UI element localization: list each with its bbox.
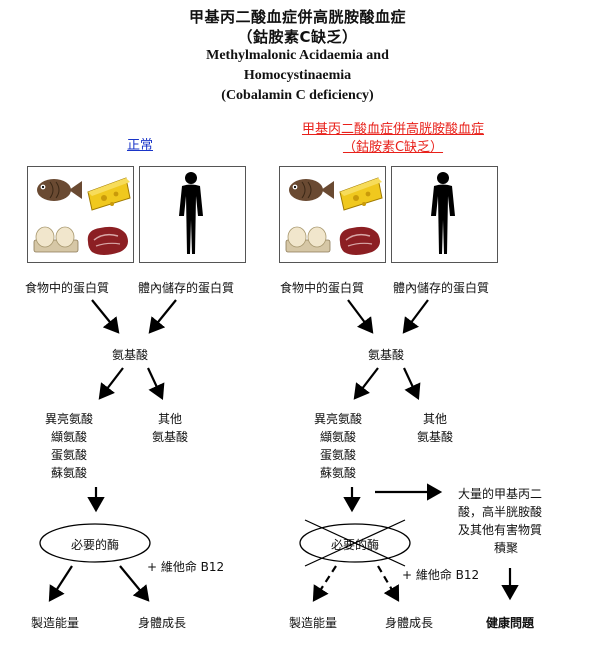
arrow-to-energy	[48, 565, 73, 602]
normal-food-label: 食物中的蛋白質	[25, 281, 110, 295]
acid-item: 蘇氨酸	[319, 466, 356, 480]
arrow-food-to-amino	[91, 299, 120, 334]
other-acid-line: 氨基酸	[416, 430, 453, 444]
patient-energy-outcome: 製造能量	[289, 616, 338, 630]
patient-body-label: 體內儲存的蛋白質	[393, 281, 490, 295]
patient-growth-outcome: 身體成長	[385, 616, 434, 630]
eggs-icon	[33, 226, 79, 253]
acid-item: 蛋氨酸	[50, 448, 87, 462]
arrow-body-to-amino	[402, 299, 429, 334]
patient-food-label: 食物中的蛋白質	[280, 281, 365, 295]
normal-energy-outcome: 製造能量	[31, 616, 80, 630]
acid-item: 蛋氨酸	[319, 448, 356, 462]
accumulation-text: 大量的甲基丙二 酸，高半胱胺酸 及其他有害物質 積聚	[458, 485, 576, 557]
title-english-line1: Methylmalonic Acidaemia and	[206, 48, 389, 63]
patient-b12-label: + 維他命 B12	[402, 568, 480, 582]
patient-header-line1: 甲基丙二酸血症併高胱胺酸血症	[301, 122, 484, 137]
normal-specific-acids: 異亮氨酸 纈氨酸 蛋氨酸 蘇氨酸	[34, 410, 104, 482]
normal-amino-acid-label: 氨基酸	[112, 348, 149, 362]
other-acid-line: 氨基酸	[151, 430, 188, 444]
arrow-amino-to-specific	[353, 367, 379, 400]
acid-item: 纈氨酸	[319, 430, 356, 444]
person-icon	[431, 172, 455, 254]
accumulation-line: 酸，高半胱胺酸	[458, 505, 543, 519]
blocked-arrow-to-energy	[312, 565, 337, 602]
cheese-icon	[87, 177, 131, 211]
arrow-amino-to-other	[403, 367, 421, 400]
fish-icon	[36, 178, 83, 202]
title-english-line2: Homocystinaemia	[243, 68, 352, 83]
patient-other-acids: 其他 氨基酸	[405, 410, 465, 446]
acid-item: 蘇氨酸	[50, 466, 87, 480]
title-english-line3: (Cobalamin C deficiency)	[221, 88, 374, 103]
title-chinese: 甲基丙二酸血症併高胱胺酸血症	[188, 8, 406, 26]
patient-enzyme-ellipse	[299, 523, 411, 563]
blocked-arrow-to-growth	[377, 565, 400, 602]
steak-icon	[87, 226, 129, 256]
normal-enzyme-label: 必要的酶	[70, 538, 119, 552]
arrow-food-to-amino	[347, 299, 374, 334]
arrow-amino-to-other	[147, 367, 165, 400]
arrow-to-growth	[119, 565, 150, 602]
fish-icon	[288, 178, 335, 202]
normal-b12-label: + 維他命 B12	[147, 560, 225, 574]
normal-body-label: 體內儲存的蛋白質	[138, 281, 235, 295]
acid-item: 異亮氨酸	[44, 412, 93, 426]
steak-icon	[339, 226, 381, 256]
acid-item: 異亮氨酸	[313, 412, 362, 426]
normal-enzyme-ellipse	[39, 523, 151, 563]
accumulation-line: 及其他有害物質	[458, 523, 543, 537]
patient-header-line2: （鈷胺素C缺乏）	[342, 140, 444, 155]
person-icon	[179, 172, 203, 254]
patient-amino-acid-label: 氨基酸	[368, 348, 405, 362]
cross-line	[304, 519, 406, 567]
other-acid-line: 其他	[157, 412, 182, 426]
title-chinese-subtitle: （鈷胺素C缺乏）	[237, 28, 358, 46]
patient-specific-acids: 異亮氨酸 纈氨酸 蛋氨酸 蘇氨酸	[303, 410, 373, 482]
other-acid-line: 其他	[422, 412, 447, 426]
cheese-icon	[339, 177, 383, 211]
normal-header: 正常	[126, 138, 153, 153]
health-problems-label: 健康問題	[486, 616, 535, 630]
normal-growth-outcome: 身體成長	[138, 616, 187, 630]
eggs-icon	[285, 226, 331, 253]
normal-other-acids: 其他 氨基酸	[140, 410, 200, 446]
arrow-amino-to-specific	[98, 367, 124, 400]
accumulation-line: 大量的甲基丙二	[458, 487, 543, 501]
arrow-body-to-amino	[148, 299, 177, 334]
accumulation-line: 積聚	[494, 541, 519, 555]
acid-item: 纈氨酸	[50, 430, 87, 444]
